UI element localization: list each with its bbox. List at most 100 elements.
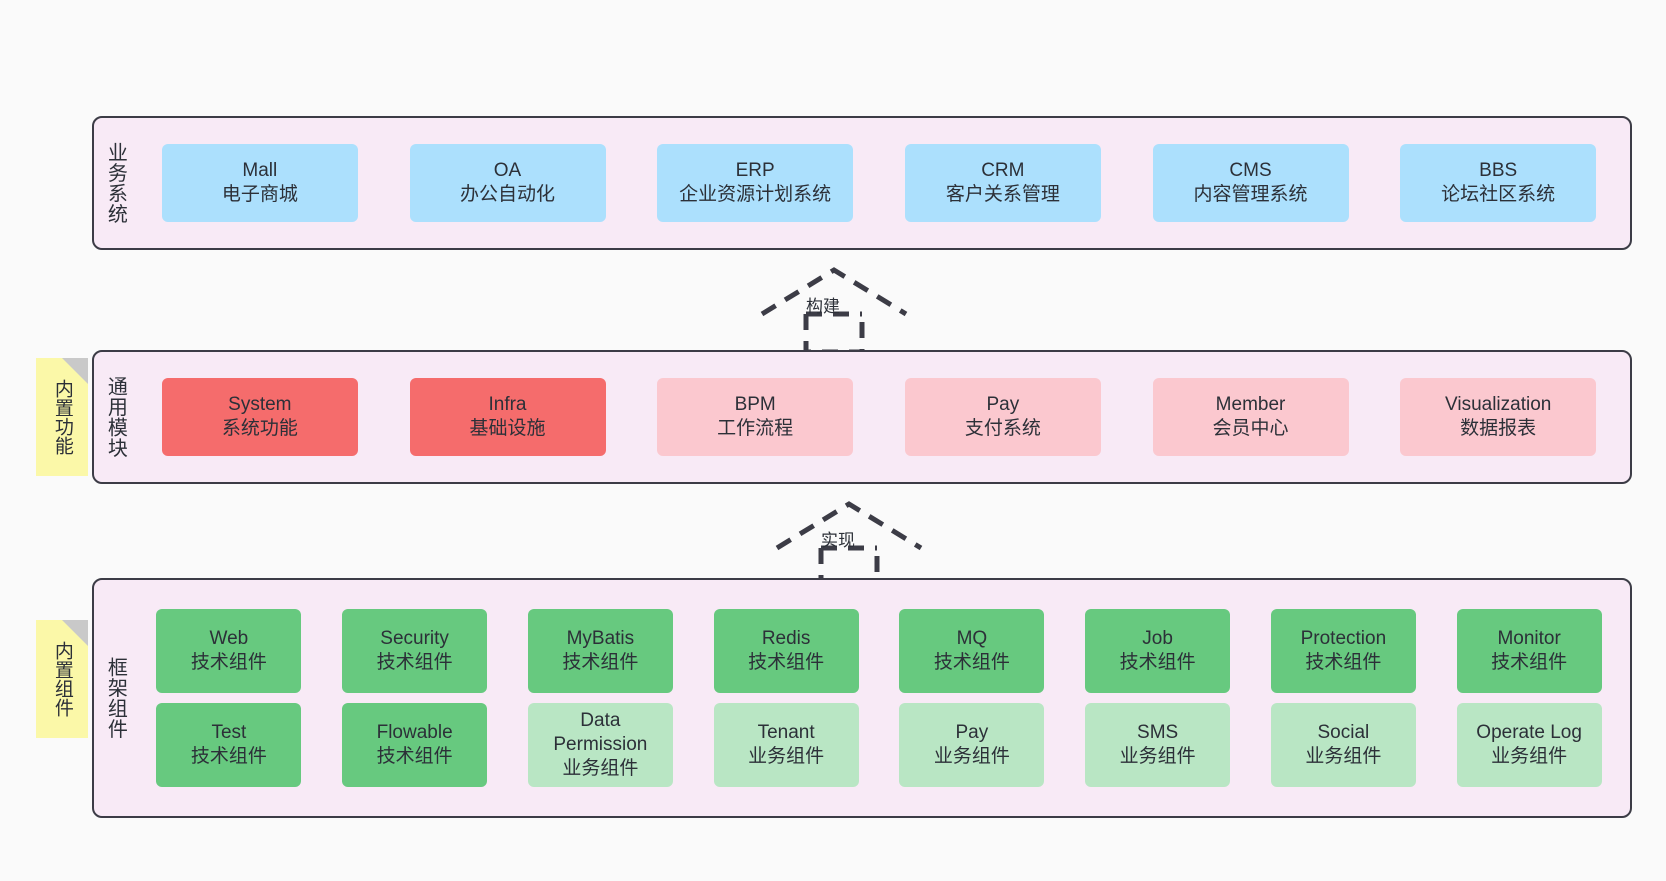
card-slot: Infra 基础设施	[384, 378, 632, 456]
card-title-en: Pay	[955, 721, 989, 743]
card-social[interactable]: Social 业务组件	[1270, 703, 1416, 787]
card-title-cn: 技术组件	[933, 652, 1010, 673]
card-title-en: MQ	[956, 627, 988, 649]
card-title-cn: 技术组件	[562, 652, 639, 673]
sticky-fold-icon	[62, 358, 88, 384]
card-oa[interactable]: OA 办公自动化	[409, 144, 606, 222]
card-tenant[interactable]: Tenant 业务组件	[713, 703, 859, 787]
card-slot: Monitor 技术组件	[1436, 609, 1622, 693]
layer-common-modules[interactable]: 通用模块 System 系统功能 Infra 基础设施	[92, 350, 1632, 484]
card-title-cn: 论坛社区系统	[1441, 184, 1556, 205]
card-title-en: BBS	[1479, 159, 1518, 181]
card-slot: System 系统功能	[136, 378, 384, 456]
card-slot: Data Permission 业务组件	[508, 703, 694, 787]
card-title-cn: 企业资源计划系统	[679, 184, 832, 205]
card-slot: ERP 企业资源计划系统	[631, 144, 879, 222]
common-modules-row: System 系统功能 Infra 基础设施 BPM 工作流程	[136, 352, 1630, 482]
card-mall[interactable]: Mall 电子商城	[161, 144, 358, 222]
card-slot: Pay 支付系统	[879, 378, 1127, 456]
card-test[interactable]: Test 技术组件	[156, 703, 302, 787]
card-pay-business[interactable]: Pay 业务组件	[899, 703, 1045, 787]
card-slot: BPM 工作流程	[631, 378, 879, 456]
card-title-en: Job	[1142, 627, 1173, 649]
card-title-cn: 业务组件	[1305, 746, 1382, 767]
card-mybatis[interactable]: MyBatis 技术组件	[527, 609, 673, 693]
generalization-arrowhead-icon	[760, 267, 908, 317]
card-security[interactable]: Security 技术组件	[342, 609, 488, 693]
card-flowable[interactable]: Flowable 技术组件	[342, 703, 488, 787]
card-member[interactable]: Member 会员中心	[1152, 378, 1349, 456]
connector-build-label: 构建	[806, 297, 840, 316]
card-slot: Mall 电子商城	[136, 144, 384, 222]
card-bbs[interactable]: BBS 论坛社区系统	[1400, 144, 1597, 222]
sticky-note-label: 内置功能	[51, 379, 73, 455]
card-slot: Visualization 数据报表	[1374, 378, 1622, 456]
card-pay[interactable]: Pay 支付系统	[904, 378, 1101, 456]
card-title-en: Social	[1317, 721, 1370, 743]
card-slot: Job 技术组件	[1065, 609, 1251, 693]
card-data-permission[interactable]: Data Permission 业务组件	[527, 703, 673, 787]
card-title-cn: 支付系统	[964, 418, 1041, 439]
card-title-en: Protection	[1300, 627, 1387, 649]
layer-body-business-systems: Mall 电子商城 OA 办公自动化 ERP 企业资源计划系统	[136, 118, 1630, 248]
card-title-en: Monitor	[1497, 627, 1561, 649]
card-title-en: SMS	[1137, 721, 1179, 743]
card-crm[interactable]: CRM 客户关系管理	[904, 144, 1101, 222]
card-slot: Tenant 业务组件	[693, 703, 879, 787]
card-title-cn: 技术组件	[1119, 652, 1196, 673]
card-slot: Web 技术组件	[136, 609, 322, 693]
card-title-cn: 系统功能	[221, 418, 298, 439]
card-title-cn: 内容管理系统	[1193, 184, 1308, 205]
card-title-en: Mall	[242, 159, 278, 181]
card-slot: SMS 业务组件	[1065, 703, 1251, 787]
layer-title-framework-components: 框架组件	[104, 657, 127, 739]
card-slot: BBS 论坛社区系统	[1374, 144, 1622, 222]
connector-build: 构建	[760, 266, 910, 355]
framework-tech-row: Web 技术组件 Security 技术组件 MyBatis 技术组件	[136, 609, 1622, 693]
sticky-note-builtin-features: 内置功能	[36, 358, 88, 476]
layer-title-common-modules: 通用模块	[104, 376, 127, 458]
card-title-cn: 业务组件	[1119, 746, 1196, 767]
sticky-note-label: 内置组件	[51, 641, 73, 717]
card-title-en: MyBatis	[566, 627, 635, 649]
card-title-en: System	[228, 393, 292, 415]
card-slot: Member 会员中心	[1127, 378, 1375, 456]
card-erp[interactable]: ERP 企业资源计划系统	[657, 144, 854, 222]
card-cms[interactable]: CMS 内容管理系统	[1152, 144, 1349, 222]
card-title-en: CMS	[1229, 159, 1272, 181]
card-title-en: Member	[1215, 393, 1286, 415]
layer-framework-components[interactable]: 框架组件 Web 技术组件 Security 技术组件	[92, 578, 1632, 818]
card-title-cn: 工作流程	[717, 418, 794, 439]
card-title-en: OA	[493, 159, 522, 181]
card-slot: Test 技术组件	[136, 703, 322, 787]
card-bpm[interactable]: BPM 工作流程	[657, 378, 854, 456]
card-protection[interactable]: Protection 技术组件	[1270, 609, 1416, 693]
card-infra[interactable]: Infra 基础设施	[409, 378, 606, 456]
card-title-cn: 客户关系管理	[945, 184, 1060, 205]
card-title-cn: 办公自动化	[459, 184, 555, 205]
card-slot: Pay 业务组件	[879, 703, 1065, 787]
card-title-en: Operate Log	[1476, 721, 1582, 743]
layer-business-systems[interactable]: 业务系统 Mall 电子商城 OA 办公自动化 E	[92, 116, 1632, 250]
connector-implement-label: 实现	[821, 531, 855, 550]
layer-body-common-modules: System 系统功能 Infra 基础设施 BPM 工作流程	[136, 352, 1630, 482]
card-title-en: Data Permission	[553, 709, 648, 755]
card-slot: CRM 客户关系管理	[879, 144, 1127, 222]
card-system[interactable]: System 系统功能	[161, 378, 358, 456]
card-title-cn: 会员中心	[1212, 418, 1289, 439]
card-job[interactable]: Job 技术组件	[1085, 609, 1231, 693]
business-systems-row: Mall 电子商城 OA 办公自动化 ERP 企业资源计划系统	[136, 118, 1630, 248]
card-visualization[interactable]: Visualization 数据报表	[1400, 378, 1597, 456]
card-title-cn: 技术组件	[1305, 652, 1382, 673]
card-title-en: Infra	[488, 393, 527, 415]
card-mq[interactable]: MQ 技术组件	[899, 609, 1045, 693]
card-sms[interactable]: SMS 业务组件	[1085, 703, 1231, 787]
card-monitor[interactable]: Monitor 技术组件	[1456, 609, 1602, 693]
card-operate-log[interactable]: Operate Log 业务组件	[1456, 703, 1602, 787]
card-web[interactable]: Web 技术组件	[156, 609, 302, 693]
card-slot: Security 技术组件	[322, 609, 508, 693]
connector-implement: 实现	[775, 500, 925, 589]
card-slot: Social 业务组件	[1251, 703, 1437, 787]
card-title-cn: 技术组件	[190, 652, 267, 673]
card-redis[interactable]: Redis 技术组件	[713, 609, 859, 693]
